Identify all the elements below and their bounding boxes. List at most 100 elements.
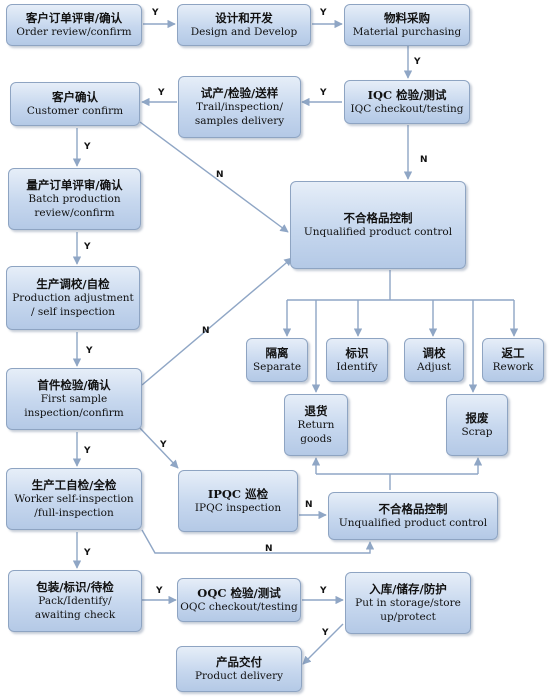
separate-zh: 隔离 bbox=[265, 346, 289, 360]
arrow-customer-to-unqualified bbox=[139, 121, 289, 233]
scrap-en: Scrap bbox=[461, 426, 493, 438]
label-y-worker-pack: Y bbox=[84, 548, 91, 558]
trail-zh: 试产/检验/送样 bbox=[200, 86, 279, 100]
design-en: Design and Develop bbox=[190, 26, 298, 38]
first-sample-node: 首件检验/确认 First sample inspection/confirm bbox=[6, 368, 142, 430]
storage-zh: 入库/储存/防护 bbox=[369, 582, 447, 596]
production-adjust-en-2: / self inspection bbox=[30, 306, 116, 318]
rework-node: 返工 Rework bbox=[482, 338, 544, 382]
unqualified-top-zh: 不合格品控制 bbox=[343, 211, 413, 225]
storage-en-2: up/protect bbox=[380, 611, 436, 623]
purchasing-node: 物料采购 Material purchasing bbox=[344, 4, 470, 46]
worker-zh: 生产工自检/全检 bbox=[31, 478, 117, 492]
label-y-design-purchasing: Y bbox=[320, 8, 327, 18]
design-node: 设计和开发 Design and Develop bbox=[177, 4, 311, 46]
identify-node: 标识 Identify bbox=[326, 338, 388, 382]
separate-node: 隔离 Separate bbox=[246, 338, 308, 382]
label-y-first-ipqc: Y bbox=[160, 440, 167, 450]
oqc-zh: OQC 检验/测试 bbox=[197, 586, 281, 600]
iqc-node: IQC 检验/测试 IQC checkout/testing bbox=[344, 80, 470, 124]
ipqc-zh: IPQC 巡检 bbox=[207, 487, 269, 501]
ipqc-node: IPQC 巡检 IPQC inspection bbox=[178, 470, 298, 532]
label-y-batch-production: Y bbox=[84, 242, 91, 252]
design-zh: 设计和开发 bbox=[215, 11, 273, 25]
return-goods-zh: 退货 bbox=[304, 404, 328, 418]
worker-en-1: Worker self-inspection bbox=[14, 493, 134, 505]
worker-node: 生产工自检/全检 Worker self-inspection /full-in… bbox=[6, 468, 142, 530]
unqualified-bottom-zh: 不合格品控制 bbox=[378, 502, 448, 516]
label-y-trail-customer: Y bbox=[158, 88, 165, 98]
label-y-iqc-trail: Y bbox=[320, 88, 327, 98]
order-review-node: 客户订单评审/确认 Order review/confirm bbox=[6, 4, 142, 46]
adjust-zh: 调校 bbox=[422, 346, 446, 360]
pack-en-1: Pack/Identify/ bbox=[38, 595, 112, 607]
iqc-en: IQC checkout/testing bbox=[350, 103, 464, 115]
storage-en-1: Put in storage/store bbox=[355, 597, 461, 609]
label-n-iqc-unqualified: N bbox=[420, 155, 428, 165]
worker-en-2: /full-inspection bbox=[34, 507, 114, 519]
delivery-en: Product delivery bbox=[194, 670, 284, 682]
first-sample-en-1: First sample bbox=[40, 393, 108, 405]
iqc-zh: IQC 检验/测试 bbox=[367, 88, 447, 102]
production-adjust-en-1: Production adjustment bbox=[12, 292, 134, 304]
label-n-customer-unqualified: N bbox=[216, 170, 224, 180]
identify-zh: 标识 bbox=[345, 346, 369, 360]
adjust-node: 调校 Adjust bbox=[404, 338, 464, 382]
purchasing-en: Material purchasing bbox=[352, 26, 462, 38]
return-goods-en-2: goods bbox=[300, 433, 332, 445]
batch-en-2: review/confirm bbox=[34, 207, 115, 219]
label-y-purchasing-iqc: Y bbox=[414, 57, 421, 67]
order-review-en: Order review/confirm bbox=[16, 26, 132, 38]
unqualified-bottom-en: Unqualified product control bbox=[338, 517, 488, 529]
separate-en: Separate bbox=[252, 361, 302, 373]
label-y-order-design: Y bbox=[152, 8, 159, 18]
batch-node: 量产订单评审/确认 Batch production review/confir… bbox=[8, 168, 141, 230]
trail-en-1: Trail/inspection/ bbox=[195, 101, 284, 113]
unqualified-top-en: Unqualified product control bbox=[303, 226, 453, 238]
order-review-zh: 客户订单评审/确认 bbox=[25, 11, 123, 25]
arrow-first-to-ipqc bbox=[137, 425, 179, 469]
purchasing-zh: 物料采购 bbox=[384, 11, 430, 25]
storage-node: 入库/储存/防护 Put in storage/store up/protect bbox=[345, 572, 471, 634]
label-n-first-unqualified: N bbox=[202, 326, 210, 336]
delivery-node: 产品交付 Product delivery bbox=[176, 646, 302, 692]
label-y-pack-oqc: Y bbox=[156, 586, 163, 596]
arrow-worker-to-unqualified bbox=[141, 529, 375, 554]
customer-confirm-zh: 客户确认 bbox=[52, 90, 98, 104]
label-y-oqc-storage: Y bbox=[320, 586, 327, 596]
batch-zh: 量产订单评审/确认 bbox=[26, 178, 123, 192]
delivery-zh: 产品交付 bbox=[216, 655, 262, 669]
label-n-ipqc-unqualified: N bbox=[305, 500, 313, 510]
customer-confirm-en: Customer confirm bbox=[26, 105, 124, 117]
label-y-first-worker: Y bbox=[84, 446, 91, 456]
pack-node: 包装/标识/待检 Pack/Identify/ awaiting check bbox=[8, 570, 142, 632]
rework-en: Rework bbox=[492, 361, 534, 373]
unqualified-bottom-node: 不合格品控制 Unqualified product control bbox=[328, 492, 498, 540]
trail-node: 试产/检验/送样 Trail/inspection/ samples deliv… bbox=[178, 76, 301, 138]
arrow-storage-to-delivery bbox=[302, 623, 344, 665]
label-n-worker-unqualified: N bbox=[265, 544, 273, 554]
rework-zh: 返工 bbox=[501, 346, 525, 360]
production-adjust-zh: 生产调校/自检 bbox=[36, 277, 110, 291]
oqc-node: OQC 检验/测试 OQC checkout/testing bbox=[177, 578, 301, 622]
scrap-node: 报废 Scrap bbox=[446, 394, 508, 456]
scrap-zh: 报废 bbox=[465, 411, 489, 425]
arrow-first-to-unqualified bbox=[141, 257, 293, 386]
return-goods-node: 退货 Return goods bbox=[284, 394, 348, 456]
oqc-en: OQC checkout/testing bbox=[180, 601, 298, 613]
unqualified-top-node: 不合格品控制 Unqualified product control bbox=[290, 181, 466, 269]
label-y-storage-delivery: Y bbox=[322, 628, 329, 638]
customer-confirm-node: 客户确认 Customer confirm bbox=[10, 82, 140, 126]
first-sample-en-2: inspection/confirm bbox=[24, 407, 124, 419]
identify-en: Identify bbox=[336, 361, 378, 373]
label-y-customer-batch: Y bbox=[84, 142, 91, 152]
pack-zh: 包装/标识/待检 bbox=[36, 580, 114, 594]
label-y-production-first: Y bbox=[86, 346, 93, 356]
batch-en-1: Batch production bbox=[28, 193, 121, 205]
adjust-en: Adjust bbox=[417, 361, 451, 373]
production-adjust-node: 生产调校/自检 Production adjustment / self ins… bbox=[6, 266, 140, 330]
pack-en-2: awaiting check bbox=[34, 609, 116, 621]
trail-en-2: samples delivery bbox=[194, 115, 285, 127]
